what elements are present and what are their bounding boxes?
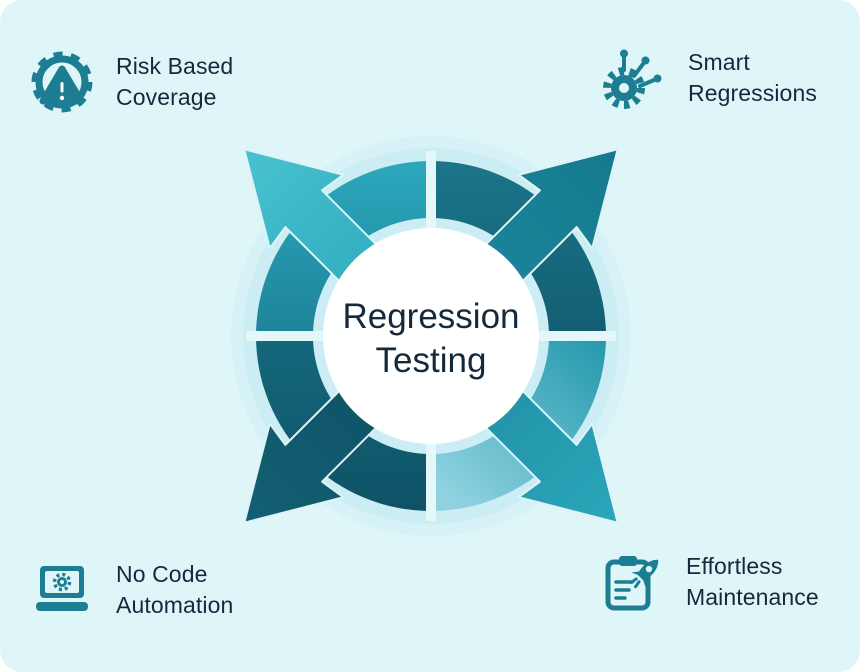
feature-label: Smart Regressions [688, 47, 817, 109]
feature-label-line2: Regressions [688, 80, 817, 106]
feature-label-line2: Automation [116, 592, 234, 618]
feature-risk-based-coverage: Risk Based Coverage [28, 48, 233, 116]
feature-label-line1: Risk Based [116, 52, 234, 79]
laptop-gear-icon [36, 566, 88, 611]
center-title-line1: Regression [342, 297, 519, 336]
feature-label-line2: Coverage [116, 84, 217, 110]
center-circle [323, 228, 539, 444]
feature-smart-regressions: Smart Regressions [600, 44, 817, 112]
center-title-line2: Testing [376, 341, 487, 380]
feature-label-line1: Effortless [686, 552, 783, 579]
rocket-document-icon [605, 556, 659, 611]
feature-effortless-maintenance: Effortless Maintenance [598, 548, 819, 616]
feature-label: Risk Based Coverage [116, 51, 233, 113]
feature-label-line2: Maintenance [686, 584, 819, 610]
feature-label: Effortless Maintenance [686, 551, 819, 613]
center-diagram: Regression Testing [231, 136, 631, 536]
feature-label-line1: No Code [116, 560, 208, 587]
feature-label: No Code Automation [116, 559, 233, 621]
feature-no-code-automation: No Code Automation [28, 556, 233, 624]
feature-label-line1: Smart [688, 48, 750, 75]
circuit-gear-icon [603, 49, 662, 109]
warning-gear-icon [31, 51, 93, 113]
